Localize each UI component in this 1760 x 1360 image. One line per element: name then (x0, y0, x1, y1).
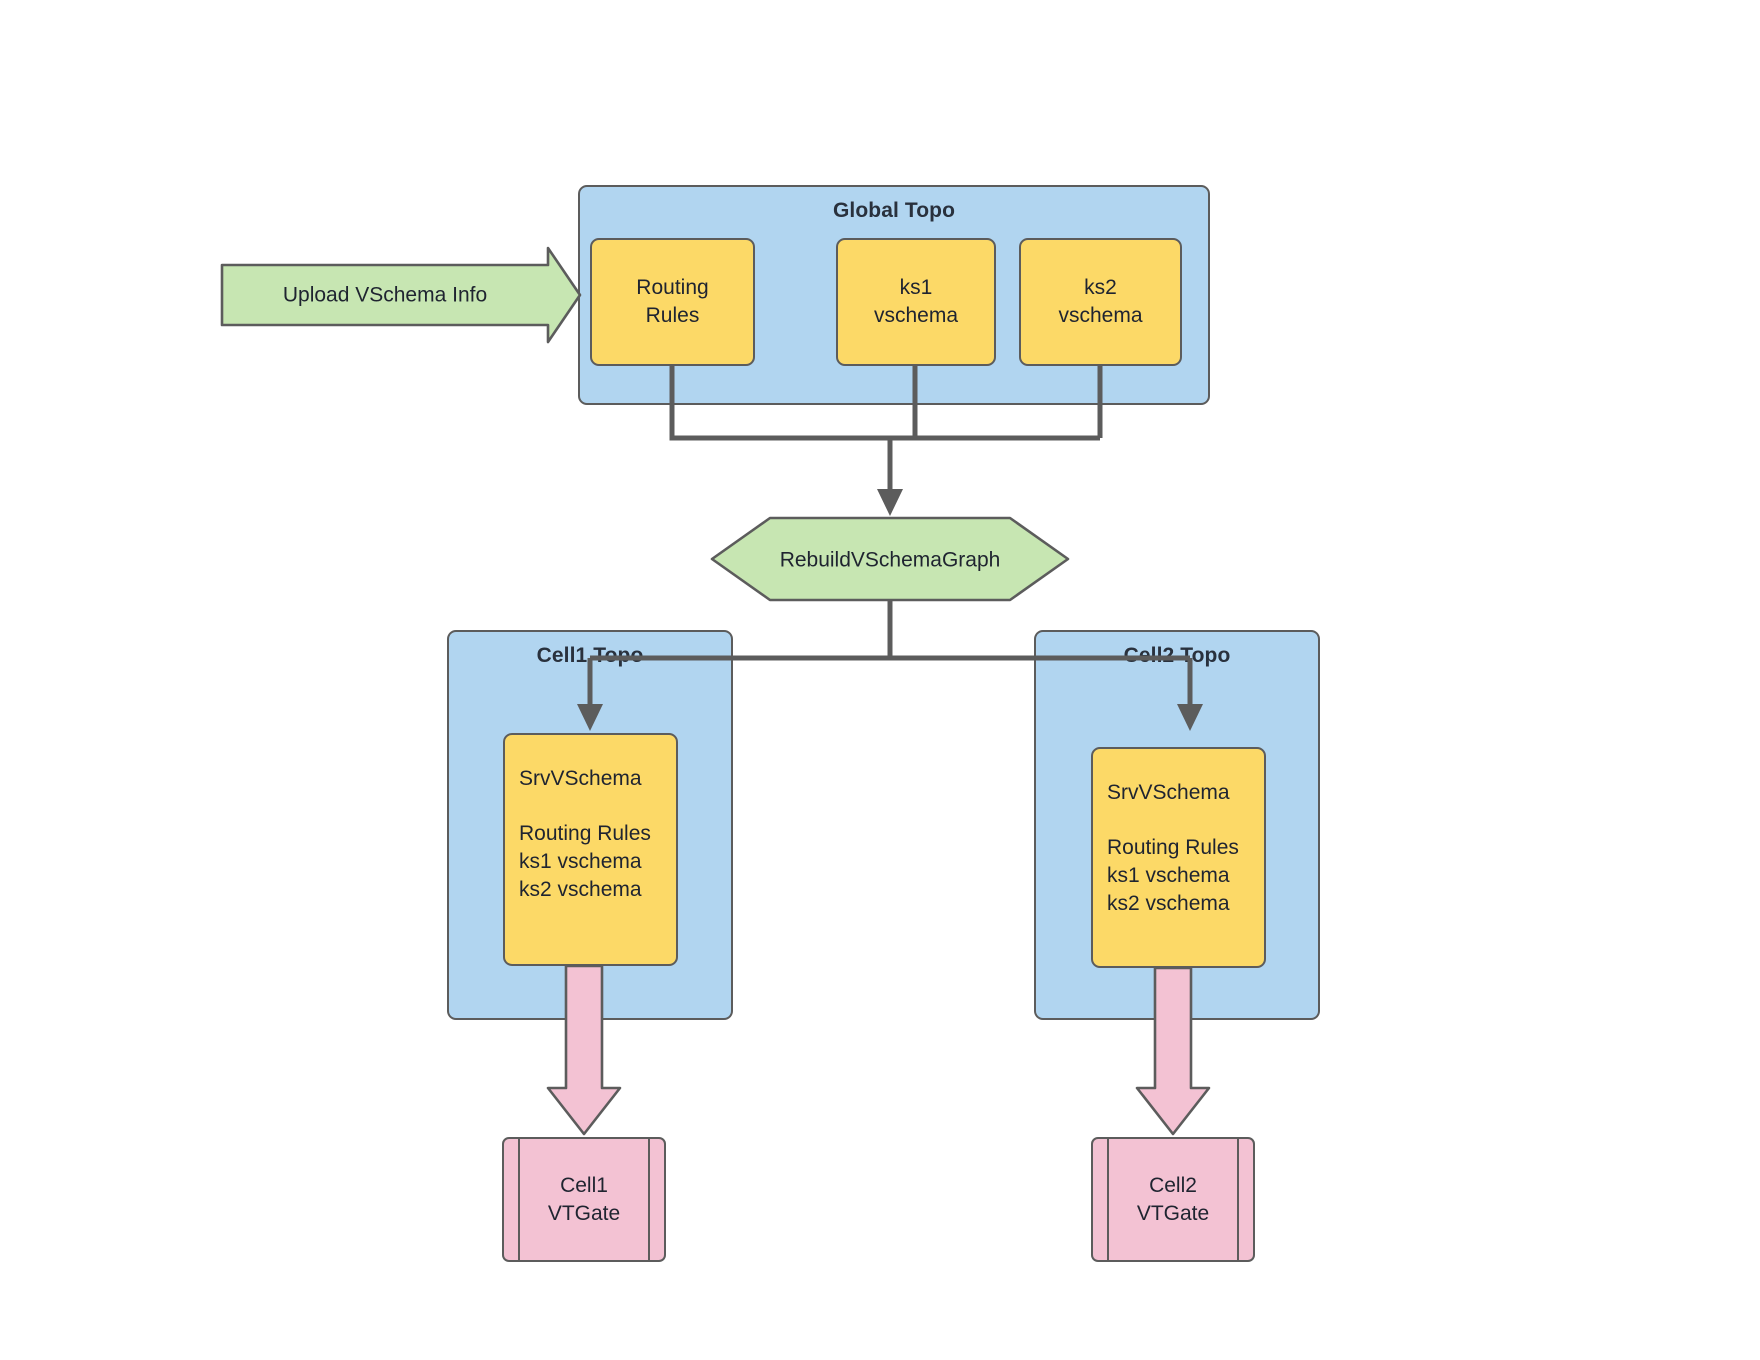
ks2-vschema-label: ks2 vschema (1058, 276, 1143, 327)
cell2-srv-to-vtgate-arrow (1135, 966, 1211, 1136)
cell1-vtgate-label: Cell1 VTGate (547, 1173, 621, 1225)
rebuild-vschema-graph-node[interactable]: RebuildVSchemaGraph (710, 516, 1070, 602)
upload-vschema-arrow[interactable]: Upload VSchema Info (220, 246, 582, 344)
cell1-srvvschema-label: SrvVSchema Routing Rules ks1 vschema ks2… (519, 767, 651, 901)
ks1-vschema-label: ks1 vschema (873, 276, 959, 327)
upload-vschema-arrow-label: Upload VSchema Info (283, 284, 487, 307)
cell2-vtgate-label: Cell2 VTGate (1136, 1173, 1210, 1225)
cell2-arrowhead (1177, 704, 1203, 731)
global-topo-title: Global Topo (832, 199, 956, 222)
cell2-srvvschema-box[interactable]: SrvVSchema Routing Rules ks1 vschema ks2… (1091, 747, 1266, 968)
cell1-arrowhead (577, 704, 603, 731)
global-to-rebuild-connectors (669, 366, 1103, 516)
routing-rules-box[interactable]: Routing Rules (590, 238, 755, 366)
cell1-topo-title: Cell1 Topo (536, 644, 644, 667)
rebuild-to-cells-connectors (577, 600, 1203, 731)
ks1-vschema-box[interactable]: ks1 vschema (836, 238, 996, 366)
rebuild-vschema-graph-label: RebuildVSchemaGraph (780, 549, 1001, 572)
ks2-vschema-box[interactable]: ks2 vschema (1019, 238, 1182, 366)
rebuild-arrowhead (877, 489, 903, 516)
cell2-srvvschema-label: SrvVSchema Routing Rules ks1 vschema ks2… (1107, 781, 1239, 915)
cell1-vtgate-box[interactable]: Cell1 VTGate (502, 1137, 666, 1262)
routing-rules-label: Routing Rules (636, 276, 709, 327)
cell2-vtgate-box[interactable]: Cell2 VTGate (1091, 1137, 1255, 1262)
cell1-srvvschema-box[interactable]: SrvVSchema Routing Rules ks1 vschema ks2… (503, 733, 678, 966)
cell1-srv-to-vtgate-arrow (546, 964, 622, 1136)
